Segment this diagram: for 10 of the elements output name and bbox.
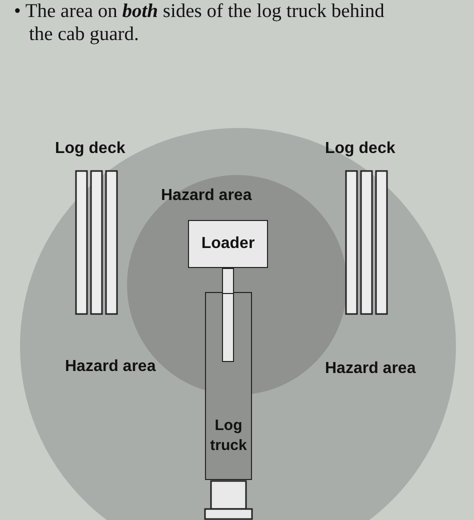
deck-label: Log deck	[55, 140, 126, 158]
truck-label: Log truck	[209, 416, 248, 456]
zone-label: Hazard area	[65, 358, 156, 376]
zone-label: Hazard area	[161, 187, 252, 205]
zone-label: Hazard area	[325, 360, 416, 378]
deck-label: Log deck	[325, 140, 396, 158]
log-truck-body	[205, 292, 252, 480]
loader-box	[188, 220, 268, 268]
bullet-note: • The area on both sides of the log truck behind the cab guard.	[14, 0, 386, 46]
loader-label: Loader	[201, 234, 255, 254]
